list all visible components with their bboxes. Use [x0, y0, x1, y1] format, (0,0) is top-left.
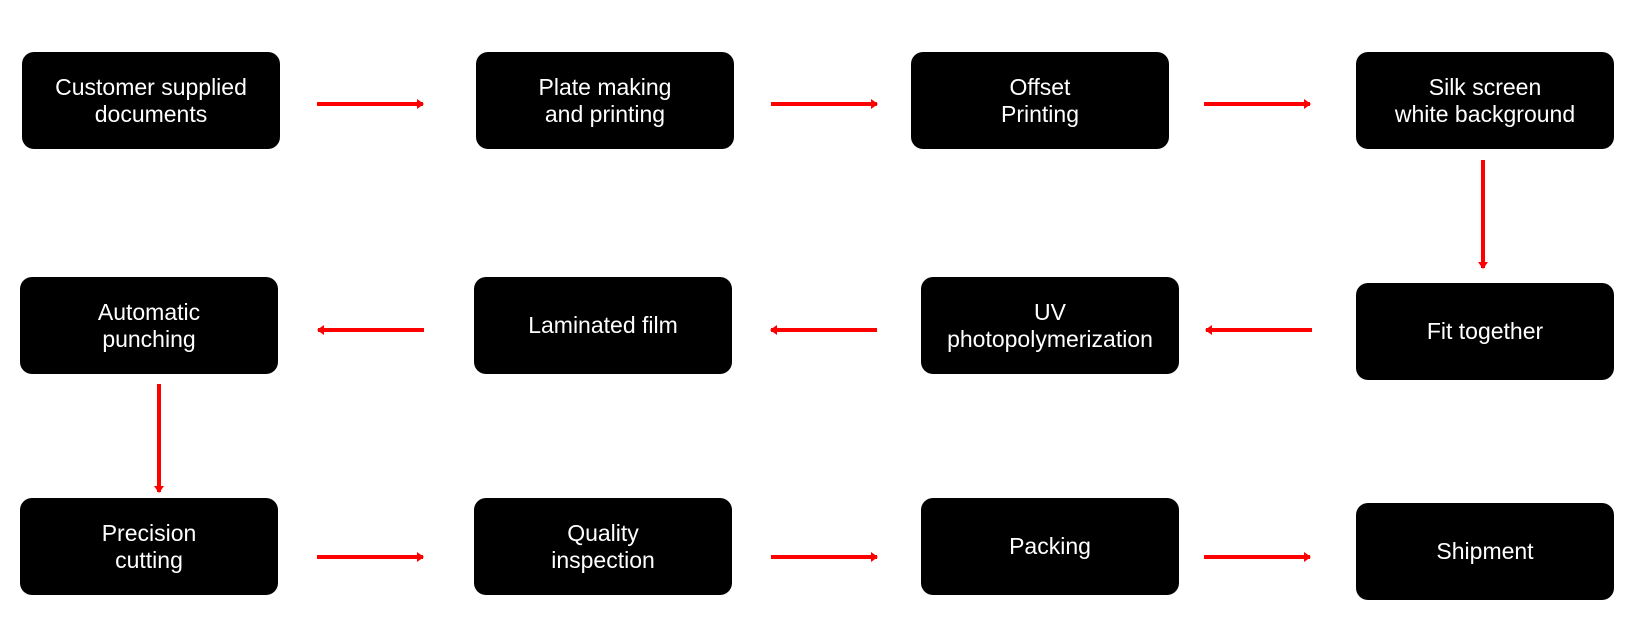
step-silk-screen: Silk screen white background: [1356, 52, 1614, 149]
step-quality-inspection: Quality inspection: [474, 498, 732, 595]
step-customer-supplied-documents: Customer supplied documents: [22, 52, 280, 149]
arrow-down-icon: [1478, 160, 1488, 269]
arrow-right-icon: [317, 552, 424, 562]
step-packing: Packing: [921, 498, 1179, 595]
arrow-left-icon: [770, 325, 877, 335]
step-automatic-punching: Automatic punching: [20, 277, 278, 374]
arrow-left-icon: [317, 325, 424, 335]
step-offset-printing: Offset Printing: [911, 52, 1169, 149]
step-fit-together: Fit together: [1356, 283, 1614, 380]
arrow-right-icon: [317, 99, 424, 109]
arrow-left-icon: [1205, 325, 1312, 335]
arrow-down-icon: [154, 384, 164, 493]
step-shipment: Shipment: [1356, 503, 1614, 600]
arrow-right-icon: [1204, 552, 1311, 562]
arrow-right-icon: [771, 99, 878, 109]
step-laminated-film: Laminated film: [474, 277, 732, 374]
arrow-right-icon: [1204, 99, 1311, 109]
step-precision-cutting: Precision cutting: [20, 498, 278, 595]
arrow-right-icon: [771, 552, 878, 562]
step-plate-making: Plate making and printing: [476, 52, 734, 149]
step-uv-photopolymerization: UV photopolymerization: [921, 277, 1179, 374]
